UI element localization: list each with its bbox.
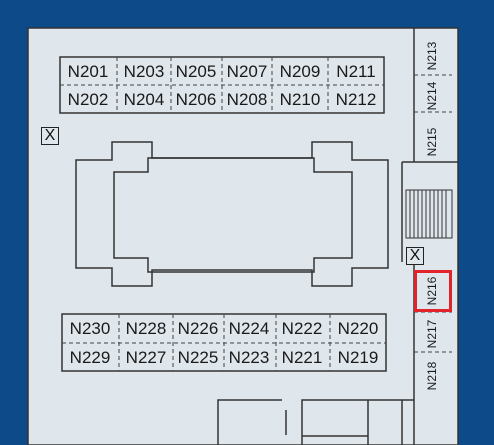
floor-outline (27, 27, 459, 445)
room-N222[interactable]: N222 (281, 319, 323, 338)
room-N218[interactable]: N218 (425, 361, 439, 391)
room-N204[interactable]: N204 (123, 90, 165, 109)
highlight-box (414, 270, 452, 312)
room-N202[interactable]: N202 (67, 90, 109, 109)
room-N207[interactable]: N207 (226, 62, 268, 81)
room-N210[interactable]: N210 (279, 90, 321, 109)
room-N228[interactable]: N228 (125, 319, 167, 338)
room-N226[interactable]: N226 (177, 319, 219, 338)
room-N206[interactable]: N206 (175, 90, 217, 109)
room-N214[interactable]: N214 (425, 81, 439, 111)
room-N227[interactable]: N227 (125, 348, 167, 367)
lower-structures (217, 399, 414, 445)
room-N212[interactable]: N212 (335, 90, 377, 109)
stairs-icon (405, 189, 453, 239)
exit-x-icon: X (41, 127, 59, 145)
room-N201[interactable]: N201 (67, 62, 109, 81)
room-N205[interactable]: N205 (175, 62, 217, 81)
room-N217[interactable]: N217 (425, 319, 439, 349)
room-N213[interactable]: N213 (425, 41, 439, 71)
central-atrium (75, 141, 389, 287)
room-N209[interactable]: N209 (279, 62, 321, 81)
room-N211[interactable]: N211 (336, 62, 376, 81)
room-N225[interactable]: N225 (177, 348, 219, 367)
room-N221[interactable]: N221 (281, 348, 323, 367)
room-N215[interactable]: N215 (425, 127, 439, 157)
exit-x-icon: X (406, 247, 424, 265)
room-N230[interactable]: N230 (69, 319, 111, 338)
room-N203[interactable]: N203 (123, 62, 165, 81)
room-N220[interactable]: N220 (337, 319, 379, 338)
room-N208[interactable]: N208 (226, 90, 268, 109)
room-N229[interactable]: N229 (69, 348, 111, 367)
room-N224[interactable]: N224 (228, 319, 270, 338)
room-N223[interactable]: N223 (228, 348, 270, 367)
room-N219[interactable]: N219 (337, 348, 379, 367)
